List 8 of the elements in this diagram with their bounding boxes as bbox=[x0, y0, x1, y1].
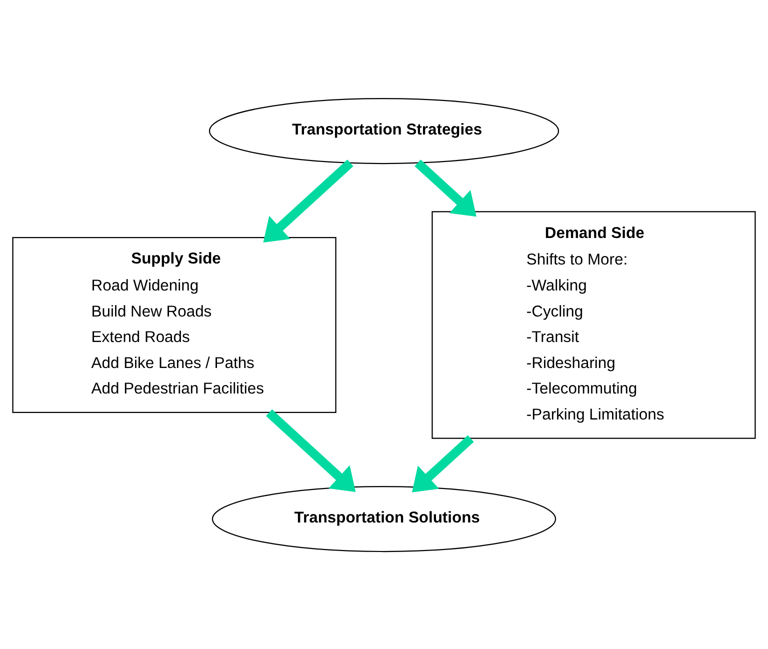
arrow bbox=[263, 159, 354, 242]
node-box: Supply Side Road Widening Build New Roads Extend Roads Add Bike Lanes / Paths Add Pedestrian Facilities bbox=[12, 236, 336, 413]
arrow bbox=[412, 434, 474, 492]
arrow bbox=[266, 408, 356, 492]
node-ellipse: Transportation Strategies bbox=[208, 97, 560, 164]
node-box: Demand Side Shifts to More: -Walking -Cycling -Transit -Ridesharing -Telecommuting -Parking Limitations bbox=[432, 210, 756, 438]
node-ellipse: Transportation Solutions bbox=[212, 485, 556, 552]
arrow bbox=[414, 159, 476, 216]
